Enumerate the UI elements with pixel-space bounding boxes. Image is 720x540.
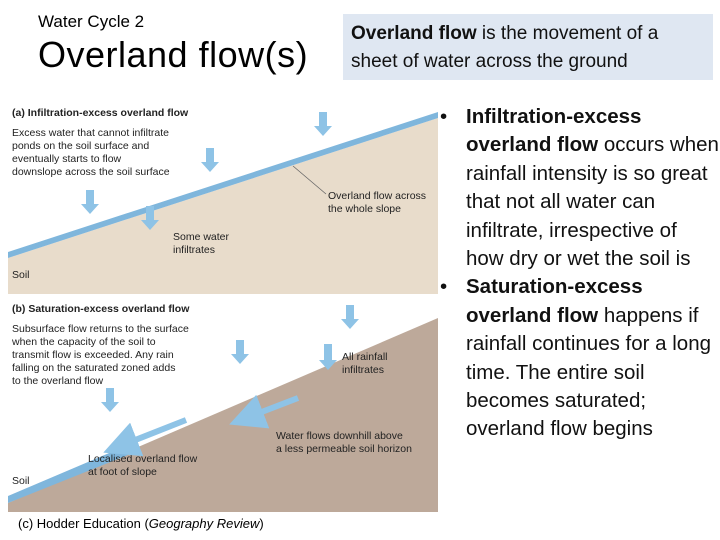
panel-b-subsurface-arrows bbox=[103, 394, 300, 457]
slide-title: Overland flow(s) bbox=[38, 34, 309, 75]
bullet-infiltration-excess: •Infiltration-excess overland flow occur… bbox=[440, 105, 719, 271]
panel-b-description: Subsurface flow returns to the surface w… bbox=[11, 323, 192, 387]
panel-a-heading: (a) Infiltration-excess overland flow bbox=[12, 107, 189, 119]
rain-arrow-icon bbox=[231, 340, 249, 364]
bullet-term: Infiltration-excess overland flow bbox=[466, 105, 642, 157]
panel-b-heading: (b) Saturation-excess overland flow bbox=[12, 303, 190, 315]
definition-text: is the movement of a sheet of water acro… bbox=[351, 23, 659, 72]
panel-a-overland-label: Overland flow across the whole slope bbox=[328, 190, 429, 215]
bullet-text: happens if rainfall continues for a long… bbox=[466, 303, 712, 441]
panel-b-rainfall-label: All rainfall infiltrates bbox=[342, 351, 390, 376]
figure-caption: (c) Hodder Education (Geography Review) bbox=[18, 516, 264, 531]
bullet-saturation-excess: •Saturation-excess overland flow happens… bbox=[440, 275, 712, 441]
panel-b-downhill-label: Water flows downhill above a less permea… bbox=[276, 430, 412, 455]
rain-arrow-icon bbox=[101, 388, 119, 412]
overland-flow-figure: (a) Infiltration-excess overland flow Ex… bbox=[8, 98, 438, 512]
panel-a: (a) Infiltration-excess overland flow Ex… bbox=[8, 98, 438, 294]
panel-a-infiltrates-label: Some water infiltrates bbox=[173, 231, 232, 256]
panel-a-rain-arrows bbox=[81, 112, 332, 230]
panel-a-soil-label: Soil bbox=[12, 269, 30, 281]
rain-arrow-icon bbox=[81, 190, 99, 214]
slide-subtitle: Water Cycle 2 bbox=[38, 12, 145, 31]
panel-a-description: Excess water that cannot infiltrate pond… bbox=[12, 127, 172, 178]
panel-b-rain-arrows bbox=[101, 305, 359, 412]
infiltration-arrow-icon bbox=[319, 344, 337, 370]
panel-a-water-film bbox=[8, 112, 438, 258]
bullet-text: occurs when rainfall intensity is so gre… bbox=[466, 133, 719, 271]
infiltration-arrow-icon bbox=[141, 206, 159, 230]
panel-a-soil bbox=[8, 118, 438, 294]
rain-arrow-icon bbox=[314, 112, 332, 136]
subsurface-flow-arrow-icon bbox=[103, 417, 188, 457]
definition-term: Overland flow bbox=[351, 23, 477, 44]
panel-b-soil-label: Soil bbox=[12, 475, 30, 487]
bullet-term: Saturation-excess overland flow bbox=[466, 275, 643, 327]
definition-box: Overland flow is the movement of a sheet… bbox=[343, 14, 713, 80]
panel-b-water-film bbox=[8, 445, 128, 503]
subsurface-flow-arrow-icon bbox=[229, 394, 300, 429]
rain-arrow-icon bbox=[201, 148, 219, 172]
panel-b: (b) Saturation-excess overland flow Subs… bbox=[8, 296, 438, 512]
bullet-list: •Infiltration-excess overland flow occur… bbox=[436, 103, 720, 444]
rain-arrow-icon bbox=[341, 305, 359, 329]
